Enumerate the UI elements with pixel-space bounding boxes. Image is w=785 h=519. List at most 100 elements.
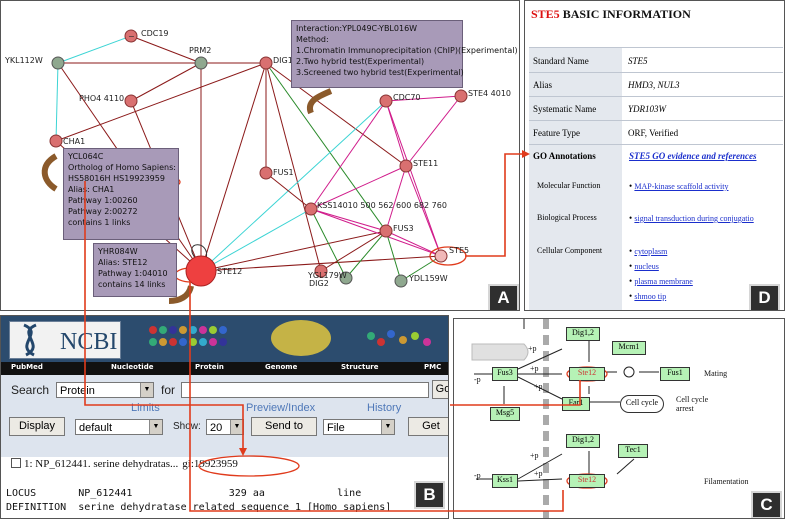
node-label-pho4[interactable]: PHO4 4110 <box>79 94 125 103</box>
cellular-component-link[interactable]: cytoplasm <box>634 247 668 256</box>
p-mark: +p <box>534 469 543 478</box>
molecular-function-label: Molecular Function <box>537 181 601 190</box>
database-select[interactable]: Protein▼ <box>56 382 154 398</box>
history-tab[interactable]: History <box>367 402 402 414</box>
gene-ste12-bottom[interactable]: Ste12 <box>569 474 605 488</box>
gene-tec1[interactable]: Tec1 <box>618 444 648 458</box>
gene-dig12-top[interactable]: Dig1,2 <box>566 327 600 341</box>
go-evidence-link[interactable]: STE5 GO evidence and references <box>629 151 757 161</box>
gene-ste12-top[interactable]: Ste12 <box>569 367 605 381</box>
dna-helix-icon <box>23 323 37 357</box>
nav-protein[interactable]: Protein <box>195 363 224 371</box>
info-key: Feature Type <box>529 121 622 145</box>
molecular-function-link[interactable]: MAP-kinase scaffold activity <box>634 182 729 191</box>
mating-label: Mating <box>704 369 728 378</box>
nav-pmc[interactable]: PMC <box>424 363 442 371</box>
svg-text:−: − <box>128 32 135 41</box>
node-label-cha1[interactable]: CHA1 <box>63 137 86 146</box>
panel-badge-a: A <box>488 284 519 310</box>
node-label-ydl159w[interactable]: YDL159W <box>409 274 448 283</box>
gene-mcm1[interactable]: Mcm1 <box>612 341 646 355</box>
gene-fus3[interactable]: Fus3 <box>492 367 518 381</box>
popup-line: 3.Screened two hybrid test(Experimental) <box>296 68 464 77</box>
interaction-popup: Interaction:YPL049C-YBL016W Method: 1.Ch… <box>291 20 518 88</box>
info-value: YDR103W <box>628 104 666 114</box>
go-button[interactable]: Go <box>432 380 448 399</box>
p-mark: -p <box>474 375 481 384</box>
popup-line: Pathway 2:00272 <box>68 207 138 216</box>
nav-nucleotide[interactable]: Nucleotide <box>111 363 154 371</box>
info-key: Standard Name <box>529 48 622 73</box>
node-label-dig2[interactable]: DIG2 <box>309 279 329 288</box>
node-label-dig1[interactable]: DIG1 <box>273 56 293 65</box>
popup-line: contains 14 links <box>98 280 166 289</box>
panel-badge-d: D <box>749 284 780 310</box>
cellular-component-link[interactable]: shmoo tip <box>634 292 667 301</box>
info-key: Alias <box>529 73 622 97</box>
gene-dig12-bottom[interactable]: Dig1,2 <box>566 434 600 448</box>
node-label-prm2[interactable]: PRM2 <box>189 46 212 55</box>
biological-process-link[interactable]: signal transduction during conjugatio <box>634 214 754 223</box>
node-label-ste5[interactable]: STE5 <box>449 246 470 255</box>
popup-line: 2.Two hybrid test(Experimental) <box>296 57 425 66</box>
search-input[interactable] <box>181 382 429 398</box>
node-label-ste4[interactable]: STE4 4010 <box>468 89 512 98</box>
send-target-select[interactable]: File▼ <box>323 419 395 435</box>
gene-kss1[interactable]: Kss1 <box>492 474 518 488</box>
display-button[interactable]: Display <box>9 417 65 436</box>
send-to-button[interactable]: Send to <box>251 417 317 436</box>
node-label-ste12[interactable]: STE12 <box>217 267 243 276</box>
p-mark: -p <box>474 471 481 480</box>
node-label-ygl179w[interactable]: YGL179W <box>308 271 347 280</box>
popup-line: HS58016H HS19923959 <box>68 173 174 184</box>
ncbi-logo[interactable]: NCBI <box>9 321 121 359</box>
preview-index-tab[interactable]: Preview/Index <box>246 402 316 414</box>
search-label: Search <box>11 383 50 397</box>
node-label-ykl112w[interactable]: YKL112W <box>5 56 43 65</box>
display-format-select[interactable]: default▼ <box>75 419 163 435</box>
cell-cycle-node[interactable]: Cell cycle <box>620 395 664 413</box>
show-count-select[interactable]: 20▼ <box>206 419 244 435</box>
p-mark: +p <box>530 451 539 460</box>
result-checkbox[interactable] <box>11 458 21 468</box>
popup-line: Ortholog of Homo Sapiens: <box>68 163 176 172</box>
gene-popup-cha1: YCL064C Ortholog of Homo Sapiens: HS5801… <box>63 148 179 240</box>
node-label-cdc19[interactable]: CDC19 <box>141 29 169 38</box>
get-button[interactable]: Get <box>408 417 448 436</box>
gene-msg5[interactable]: Msg5 <box>490 407 520 421</box>
node-label-kss1[interactable]: KSS14010 500 562 600 682 760 <box>317 201 447 210</box>
popup-line: 1.Chromatin Immunoprecipitation (ChIP)(E… <box>296 46 518 55</box>
gene-fus1[interactable]: Fus1 <box>660 367 690 381</box>
chevron-down-icon: ▼ <box>381 420 394 434</box>
cellular-component-item: • cytoplasm <box>629 246 668 256</box>
cellular-component-link[interactable]: nucleus <box>634 262 659 271</box>
limits-tab[interactable]: Limits <box>131 402 160 414</box>
go-annotations-row: GO Annotations STE5 GO evidence and refe… <box>529 144 783 310</box>
cellular-component-item: • plasma membrane <box>629 276 693 286</box>
nav-genome[interactable]: Genome <box>265 363 298 371</box>
display-format-value: default <box>79 422 113 434</box>
gene-info-title: STE5 BASIC INFORMATION <box>531 7 691 22</box>
node-label-fus3[interactable]: FUS3 <box>393 224 414 233</box>
filamentation-label: Filamentation <box>704 477 749 486</box>
definition-line: DEFINITION serine dehydratase related se… <box>6 502 392 513</box>
node-label-cdc70[interactable]: CDC70 <box>393 93 421 102</box>
popup-ortholog-2[interactable]: HS19923959 <box>113 174 165 183</box>
popup-line: contains 1 links <box>68 218 131 227</box>
cellular-component-item: • shmoo tip <box>629 291 667 301</box>
gene-far1[interactable]: Far1 <box>562 397 590 411</box>
node-label-ste11[interactable]: STE11 <box>413 159 439 168</box>
node-label-fus1[interactable]: FUS1 <box>273 168 294 177</box>
result-title[interactable]: 1: NP_612441. serine dehydratas... <box>24 458 179 470</box>
cellular-component-link[interactable]: plasma membrane <box>634 277 693 286</box>
cellular-component-label: Cellular Component <box>537 246 603 255</box>
nav-pubmed[interactable]: PubMed <box>11 363 43 371</box>
cellular-component-item: • nucleus <box>629 261 659 271</box>
popup-line: YCL064C <box>68 152 104 161</box>
network-panel: − CDC19 YKL112W PRM2 DIG1 STE4 4010 CDC7… <box>0 0 520 311</box>
info-key: Systematic Name <box>529 97 622 121</box>
p-mark: +p <box>528 344 537 353</box>
popup-line: Alias: CHA1 <box>68 185 115 194</box>
nav-structure[interactable]: Structure <box>341 363 379 371</box>
popup-pathway-link[interactable]: 04010 <box>142 269 168 278</box>
